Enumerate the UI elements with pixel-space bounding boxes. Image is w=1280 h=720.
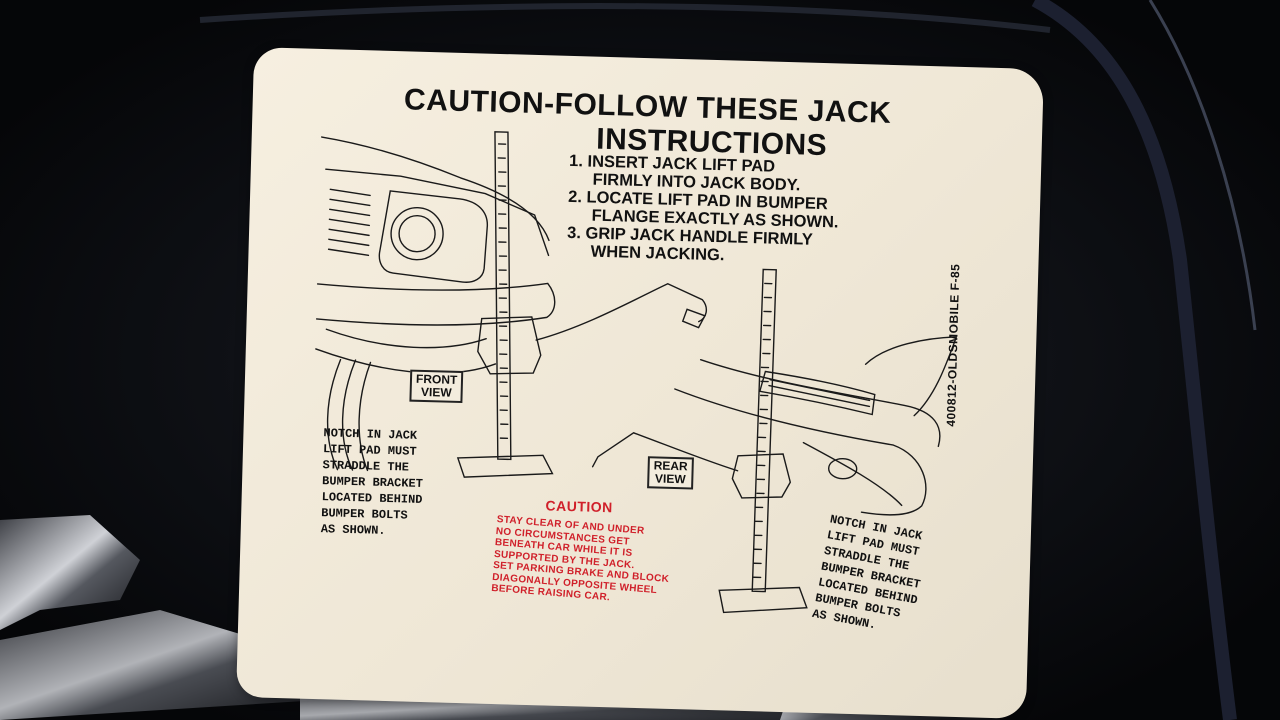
front-car-valance [315,348,497,374]
rear-car-exhaust [827,457,858,480]
front-car-headlight-outer [390,207,444,261]
panel-ridge-right-highlight [1148,0,1257,331]
instruction-steps: 1. INSERT JACK LIFT PAD FIRMLY INTO JACK… [566,152,840,268]
front-jack-rail [494,131,512,461]
chrome-hinge-left [0,515,140,630]
front-car-grille-outline [325,168,550,257]
jack-instruction-decal: CAUTION-FOLLOW THESE JACK INSTRUCTIONS 1… [236,47,1044,719]
rear-car-taillight-ribs [768,378,871,408]
rear-jack-body [731,453,792,499]
notch-instruction-left: NOTCH IN JACK LIFT PAD MUST STRADDLE THE… [320,426,424,538]
front-jack-rail-teeth [497,143,509,440]
front-jack-body [477,316,542,375]
caution-heading: CAUTION [545,497,614,516]
front-view-label: FRONT VIEW [409,369,464,404]
front-car-grille-slats [327,188,371,257]
panel-ridge-right [1031,0,1237,720]
panel-edge-top [199,3,1051,33]
front-car-headlight-inner [398,215,436,253]
rear-car-taillight [758,370,876,416]
front-jack-base [456,454,554,478]
rear-jack-rail-teeth [752,282,773,579]
rear-view-label: REAR VIEW [647,456,694,490]
jack-illustration [315,131,958,614]
front-jack-handle-tip [681,308,706,329]
rear-car-fin [864,336,958,417]
rear-jack-base [718,586,808,614]
rear-jack-handle [591,432,739,472]
caution-warning-text: STAY CLEAR OF AND UNDER NO CIRCUMSTANCES… [490,514,670,604]
front-car-bumper-lower [325,328,487,349]
notch-instruction-right: NOTCH IN JACK LIFT PAD MUST STRADDLE THE… [811,512,924,633]
rear-car-trunk-line [699,358,941,448]
front-jack-handle [535,282,708,341]
front-car-hood-line [321,136,550,242]
rear-car-bumper [674,388,927,516]
front-car-bumper [315,282,556,326]
rear-jack-rail [751,268,777,593]
front-car-headlight-bezel [378,190,489,283]
rear-car-bumper-lower [802,441,903,507]
front-car-tire [326,358,372,472]
